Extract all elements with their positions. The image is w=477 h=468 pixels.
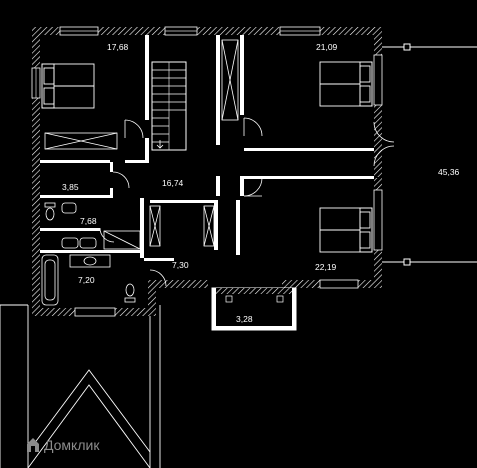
bed-se	[319, 207, 373, 253]
bathroom-fixtures	[41, 202, 141, 306]
room-area-bathroom-lower: 7,20	[78, 275, 95, 285]
windows	[31, 26, 383, 317]
staircase	[151, 61, 187, 151]
room-area-bedroom-se: 22,19	[315, 262, 337, 272]
watermark-brand: Домклик	[44, 437, 100, 453]
room-area-closet: 3,85	[62, 182, 79, 192]
bed-ne	[319, 61, 373, 107]
room-area-corridor: 7,30	[172, 260, 189, 270]
room-area-hall: 16,74	[162, 178, 184, 188]
roof-outline	[0, 304, 161, 468]
domclick-logo-icon	[27, 438, 39, 452]
room-area-bedroom-nw: 17,68	[107, 42, 129, 52]
interior-walls	[40, 35, 374, 261]
bed-nw	[41, 63, 95, 109]
room-area-balcony: 3,28	[236, 314, 253, 324]
balcony	[211, 287, 297, 331]
room-area-terrace: 45,36	[438, 167, 460, 177]
terrace	[382, 43, 477, 266]
wardrobes	[44, 39, 239, 247]
outer-walls	[32, 27, 382, 316]
room-area-bathroom-upper: 7,68	[80, 216, 97, 226]
room-area-bedroom-ne: 21,09	[316, 42, 338, 52]
